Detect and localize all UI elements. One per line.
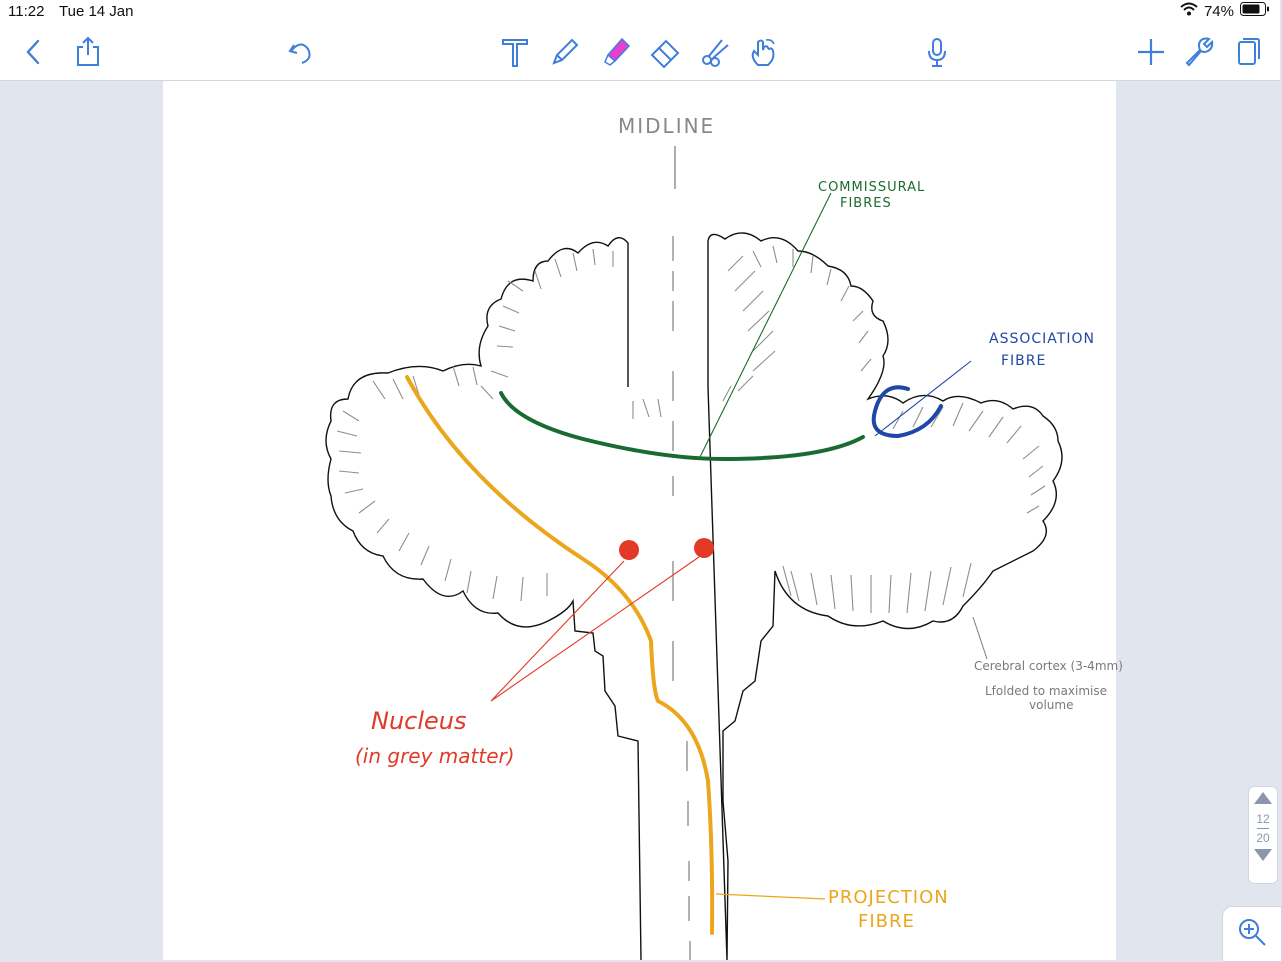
- status-indicators: 74%: [1180, 2, 1270, 20]
- brain-outline: [325, 232, 1063, 961]
- association-fibre: [871, 385, 943, 439]
- add-icon[interactable]: [1133, 34, 1169, 70]
- commissural-label-line1: COMMISSURAL: [818, 180, 925, 195]
- highlighter-tool-icon[interactable]: [597, 34, 633, 70]
- association-label-line1: ASSOCIATION: [989, 331, 1095, 347]
- page-navigator: 12 20: [1248, 786, 1278, 884]
- settings-icon[interactable]: [1181, 34, 1217, 70]
- toolbar: [0, 24, 1280, 81]
- cortex-hatching: [336, 248, 662, 602]
- midline-dashes: [672, 236, 691, 960]
- note-page[interactable]: MIDLINE COMMISSURAL FIBRES ASSOCIATION F…: [163, 81, 1123, 961]
- status-bar: 11:22 Tue 14 Jan 74%: [0, 0, 1280, 24]
- lasso-tool-icon[interactable]: [697, 34, 733, 70]
- status-time: 11:22: [8, 3, 45, 20]
- pages-icon[interactable]: [1229, 34, 1265, 70]
- wifi-icon: [1180, 2, 1198, 20]
- cortex-label-line2: Lfolded to maximise: [985, 684, 1107, 698]
- microphone-icon[interactable]: [919, 34, 955, 70]
- nucleus-label-line1: Nucleus: [371, 707, 467, 735]
- cortex-pointer: [972, 616, 988, 660]
- text-tool-icon[interactable]: [497, 34, 533, 70]
- zoom-button[interactable]: [1222, 906, 1282, 962]
- projection-pointer: [715, 893, 826, 900]
- share-icon[interactable]: [70, 34, 106, 70]
- pen-tool-icon[interactable]: [547, 34, 583, 70]
- page-up-icon[interactable]: [1254, 792, 1272, 804]
- hand-tool-icon[interactable]: [745, 34, 781, 70]
- nucleus-label-line2: (in grey matter): [355, 744, 515, 768]
- nucleus-pointers: [490, 556, 700, 702]
- eraser-tool-icon[interactable]: [647, 34, 683, 70]
- cortex-label-line3: volume: [1029, 698, 1073, 712]
- commissural-pointer: [698, 192, 832, 460]
- association-pointer: [874, 360, 972, 437]
- commissural-label-line2: FIBRES: [840, 196, 892, 211]
- current-page: 12: [1256, 812, 1270, 826]
- battery-icon: [1240, 2, 1270, 20]
- undo-icon[interactable]: [283, 34, 319, 70]
- cortex-label-line1: Cerebral cortex (3-4mm): [974, 659, 1123, 673]
- nucleus-dot-left: [619, 540, 639, 560]
- midline-label: MIDLINE: [618, 114, 715, 138]
- cortex-hatching-right: [722, 245, 1046, 614]
- nucleus-dot-right: [694, 538, 714, 558]
- battery-percentage: 74%: [1203, 2, 1234, 20]
- projection-label-line1: PROJECTION: [828, 887, 949, 908]
- projection-fibre: [405, 375, 715, 935]
- status-date: Tue 14 Jan: [59, 3, 134, 20]
- back-icon[interactable]: [15, 34, 51, 70]
- projection-label-line2: FIBRE: [858, 911, 915, 932]
- page-down-icon[interactable]: [1254, 849, 1272, 861]
- page-divider: [1257, 828, 1269, 829]
- brain-diagram: MIDLINE COMMISSURAL FIBRES ASSOCIATION F…: [325, 114, 1123, 961]
- association-label-line2: FIBRE: [1001, 353, 1046, 369]
- commissural-fibre: [499, 391, 865, 462]
- total-pages: 20: [1256, 831, 1270, 845]
- zoom-in-icon: [1237, 917, 1267, 952]
